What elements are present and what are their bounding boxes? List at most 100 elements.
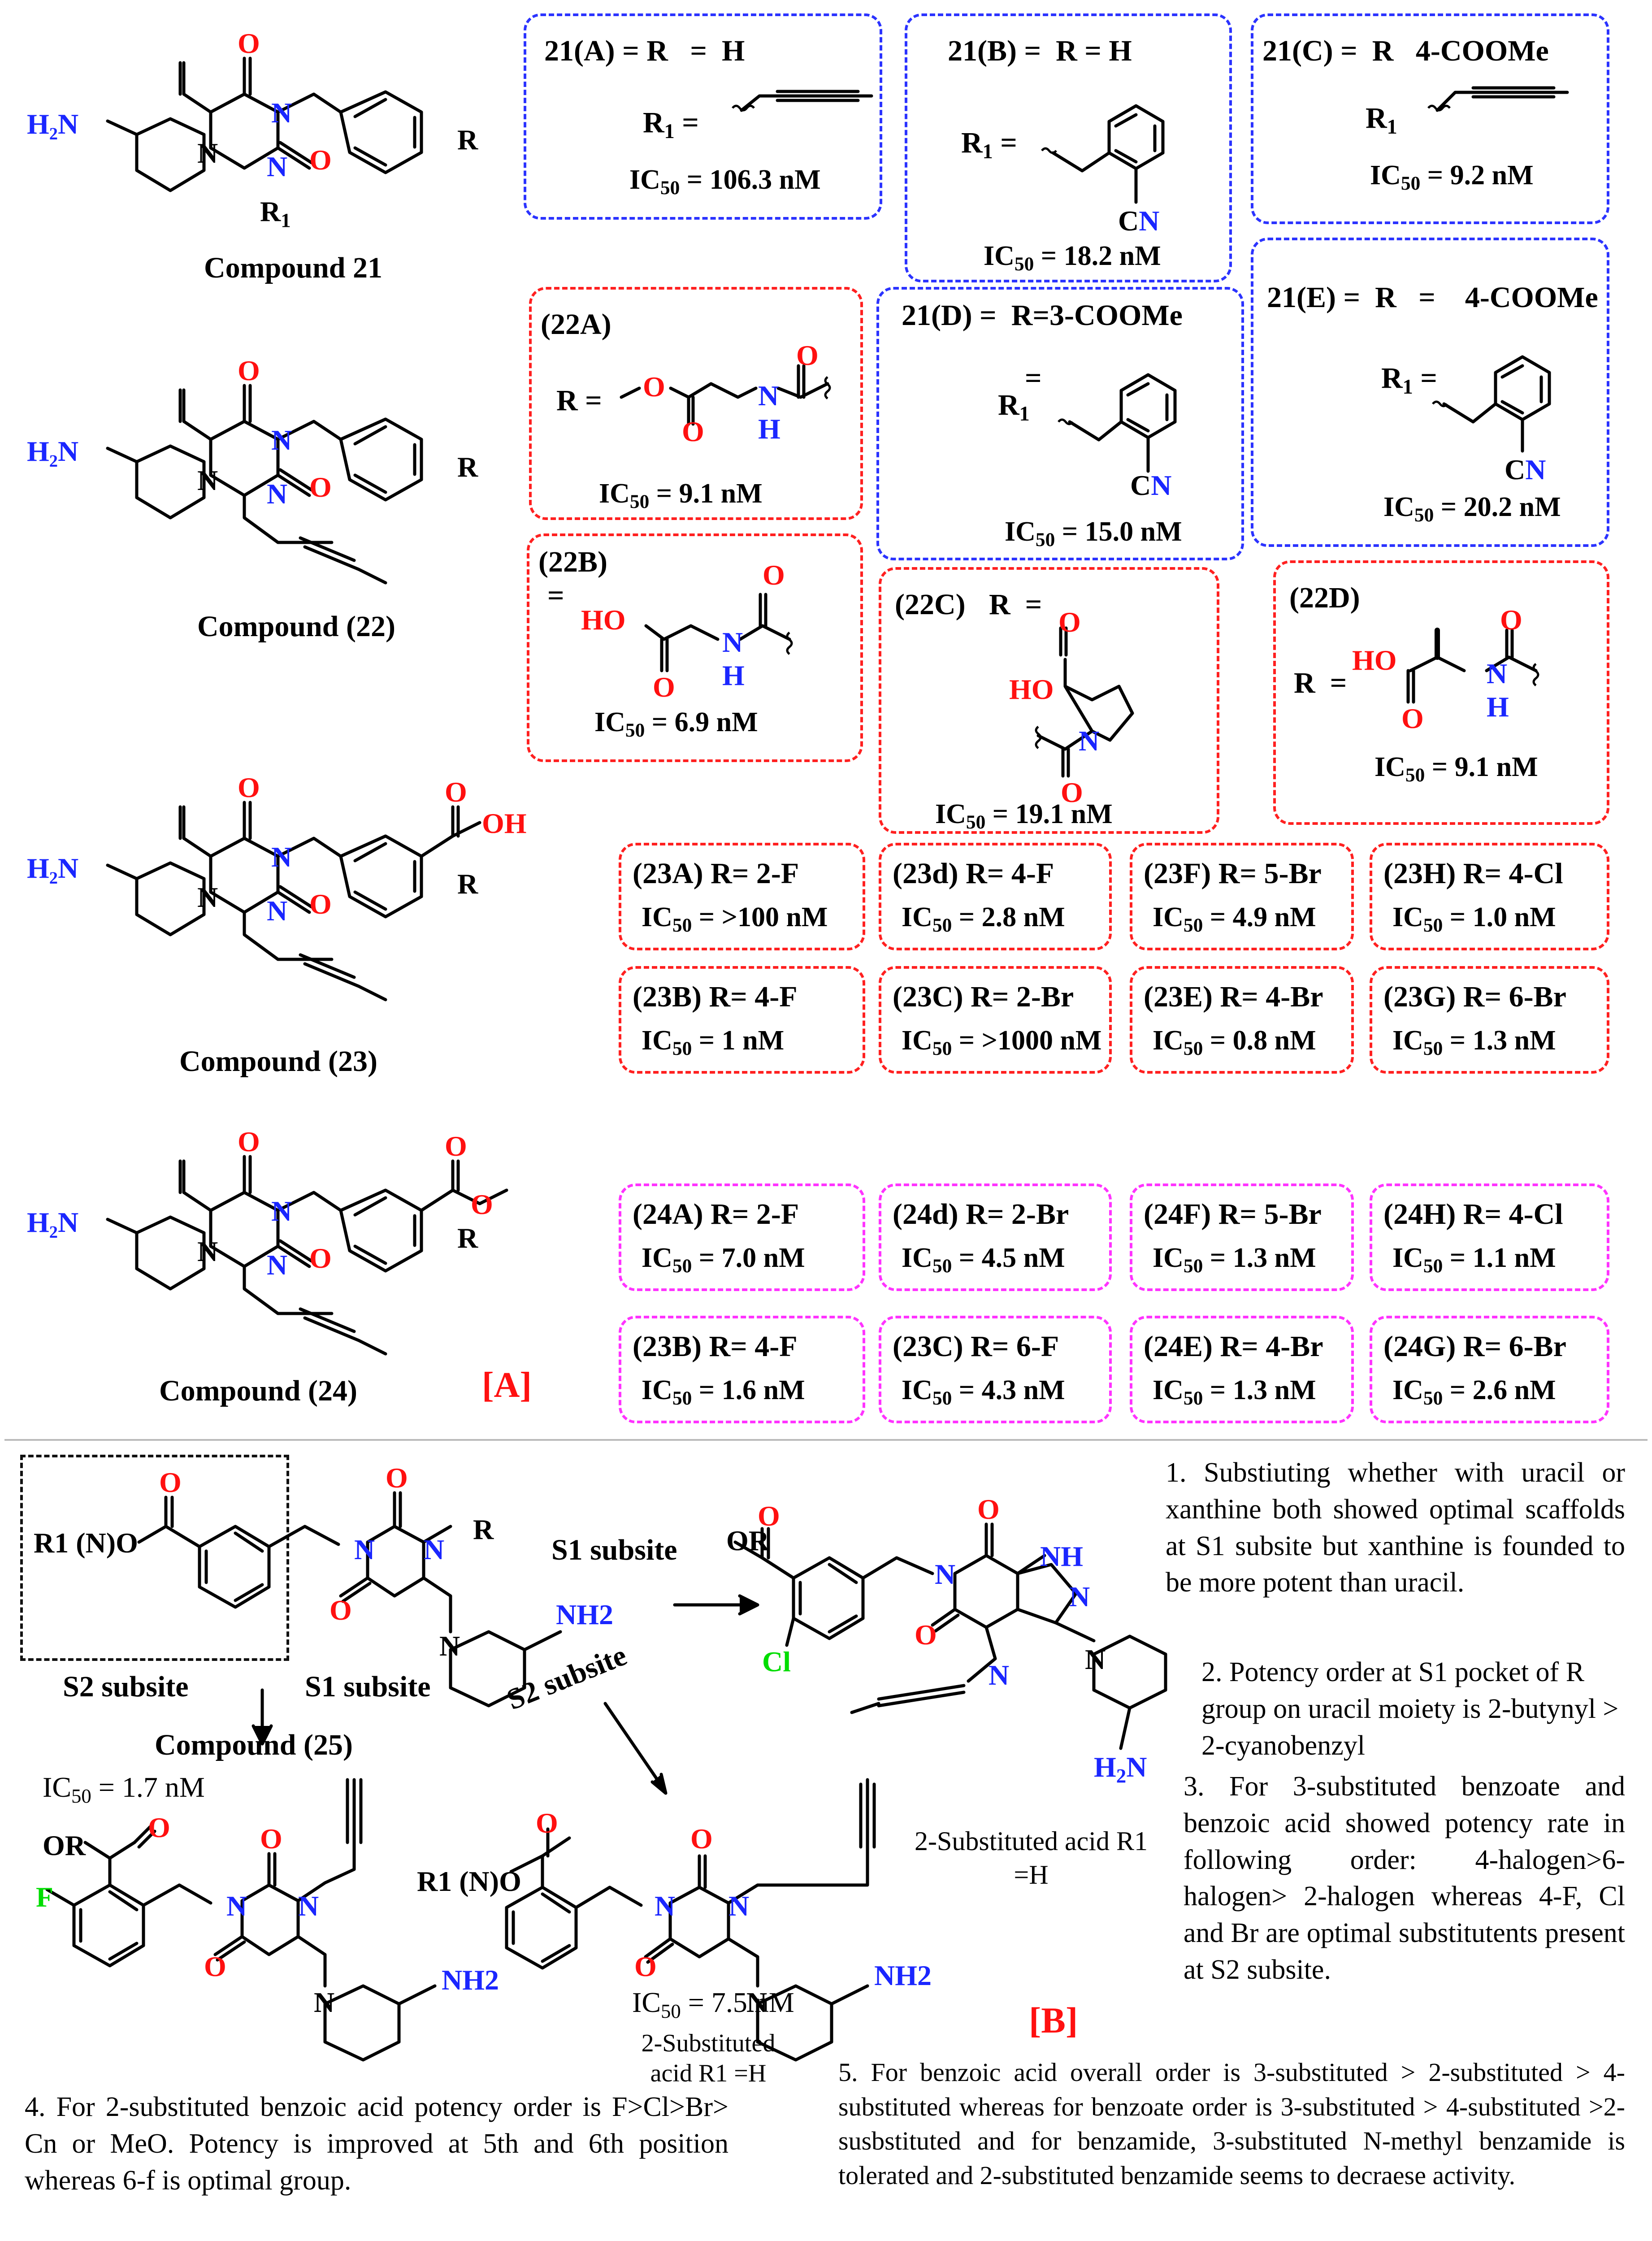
- left-or: OR: [43, 1829, 86, 1861]
- series24-ic50: IC50 = 1.6 nM: [642, 1375, 805, 1409]
- series24-label: (24G) R= 6-Br: [1383, 1330, 1566, 1363]
- series24-ic50: IC50 = 1.3 nM: [1153, 1243, 1316, 1277]
- middle-n3: N: [655, 1890, 676, 1922]
- box-22a-r: R =: [556, 384, 602, 417]
- scaffold-3-atom-0: O: [238, 772, 260, 803]
- box-22d-o1: O: [1401, 702, 1424, 734]
- left-o4: O: [204, 1951, 226, 1982]
- compound-23-caption: Compound (23): [179, 1045, 377, 1078]
- note-3: 3. For 3-substituted benzoate and benzoi…: [1184, 1771, 1625, 1985]
- scaffold-2-atom-0: O: [238, 355, 260, 386]
- box-21b-cn: CN: [1118, 205, 1160, 237]
- middle-nh2: NH2: [874, 1959, 932, 1991]
- left-nh2: NH2: [442, 1964, 499, 1996]
- compound-25-carbonyl-o: O: [159, 1466, 182, 1498]
- box-21c-title: 21(C) = R 4-COOMe: [1262, 35, 1549, 67]
- box-22b-ho: HO: [581, 604, 626, 636]
- box-22c-proline: [1035, 626, 1134, 778]
- scaffold-3-oxygen: OH: [482, 807, 527, 839]
- box-21a-title: 21(A) = R = H: [544, 35, 745, 67]
- scaffold-4-carbonyl-o: O: [445, 1130, 467, 1162]
- box-22c-ic50: IC50 = 19.1 nM: [935, 799, 1113, 833]
- middle-n1: N: [728, 1890, 750, 1922]
- series23-ic50: IC50 = 2.8 nM: [902, 902, 1065, 936]
- series24-ic50: IC50 = 2.6 nM: [1392, 1375, 1556, 1409]
- scaffold-1-atom-3: O: [309, 144, 332, 176]
- left-n1: N: [298, 1890, 319, 1922]
- series24-label: (24H) R= 4-Cl: [1383, 1198, 1563, 1231]
- series23-label: (23F) R= 5-Br: [1144, 857, 1322, 890]
- xanthine-n9: N: [1069, 1581, 1090, 1612]
- box-21d-ic50: IC50 = 15.0 nM: [1005, 516, 1182, 551]
- box-21a-ic50: IC50 = 106.3 nM: [629, 165, 821, 199]
- s1-subsite-top-label: S1 subsite: [551, 1534, 677, 1566]
- compound-25-o2: O: [386, 1462, 408, 1494]
- box-21d-r1: R1: [998, 389, 1030, 425]
- box-21e: 21(E) = R = 4-COOMe R1 = CN IC50 = 20.2 …: [1251, 238, 1609, 547]
- series24-ic50: IC50 = 1.3 nM: [1153, 1375, 1316, 1409]
- scaffold-3-atom-2: N: [267, 895, 288, 927]
- s2-subsite-label: S2 subsite: [63, 1670, 189, 1703]
- series24-label: (23B) R= 4-F: [633, 1330, 798, 1363]
- series23-ic50: IC50 = >1000 nM: [902, 1025, 1102, 1060]
- box-22d-ho: HO: [1352, 644, 1397, 676]
- series23-label: (23E) R= 4-Br: [1144, 980, 1323, 1013]
- box-22d-title: (22D): [1289, 581, 1360, 614]
- series24-ic50: IC50 = 4.5 nM: [902, 1243, 1065, 1277]
- xanthine-carbonyl-o: O: [758, 1500, 780, 1532]
- series23-ic50: IC50 = 1 nM: [642, 1025, 785, 1060]
- box-21c-butynyl: [1427, 86, 1569, 112]
- box-22b-title: (22B): [538, 546, 607, 578]
- compound-scaffold-4: [106, 1155, 508, 1356]
- box-21a: 21(A) = R = H R1 = IC50 = 106.3 nM: [524, 13, 882, 220]
- xanthine-or: OR: [726, 1525, 769, 1556]
- series24-ic50: IC50 = 7.0 nM: [642, 1243, 805, 1277]
- xanthine-pip-n: N: [1085, 1643, 1106, 1675]
- compound-25-n1: N: [424, 1534, 445, 1565]
- xanthine-cl: Cl: [762, 1646, 791, 1677]
- scaffold-3-atom-5: R: [457, 868, 478, 900]
- scaffold-3-carbonyl-o: O: [445, 776, 467, 808]
- box-22b-ic50: IC50 = 6.9 nM: [594, 707, 758, 741]
- xanthine-n1: N: [935, 1558, 956, 1590]
- box-22c-title: (22C): [895, 588, 966, 621]
- scaffold-4-atom-4: N: [197, 1235, 218, 1267]
- box-22c-n: N: [1079, 725, 1100, 757]
- box-21a-r1: R1 =: [643, 106, 699, 143]
- xanthine-nh2: H2N: [1094, 1751, 1147, 1787]
- box-21a-butynyl: [732, 90, 873, 112]
- box-21c: 21(C) = R 4-COOMe R1 IC50 = 9.2 nM: [1251, 13, 1609, 224]
- left-o2: O: [260, 1823, 282, 1855]
- scaffold-2-atom-1: N: [271, 424, 292, 456]
- series23-label: (23C) R= 2-Br: [893, 980, 1074, 1013]
- series23-label: (23H) R= 4-Cl: [1383, 857, 1563, 890]
- scaffold-2-atom-3: O: [309, 471, 332, 503]
- box-22c-o2: O: [1061, 776, 1083, 808]
- s2-subsite-box: [20, 1455, 289, 1661]
- series23-ic50: IC50 = 1.3 nM: [1392, 1025, 1556, 1060]
- box-22b-o2: O: [763, 559, 785, 591]
- series24-ic50: IC50 = 1.1 nM: [1392, 1243, 1556, 1277]
- box-22d-r: R =: [1294, 667, 1347, 699]
- compound-scaffold-3: [106, 801, 481, 1001]
- compound-21-caption: Compound 21: [204, 251, 382, 284]
- left-carbonyl-o: O: [148, 1812, 170, 1843]
- series23-ic50: IC50 = 1.0 nM: [1392, 902, 1556, 936]
- series24-label: (24A) R= 2-F: [633, 1198, 799, 1231]
- compound-24-caption: Compound (24): [159, 1374, 357, 1407]
- box-22b-glycine: [644, 593, 793, 672]
- middle-o4: O: [634, 1951, 657, 1982]
- scaffold-4-atom-2: N: [267, 1249, 288, 1281]
- xanthine-o2: O: [977, 1493, 1000, 1525]
